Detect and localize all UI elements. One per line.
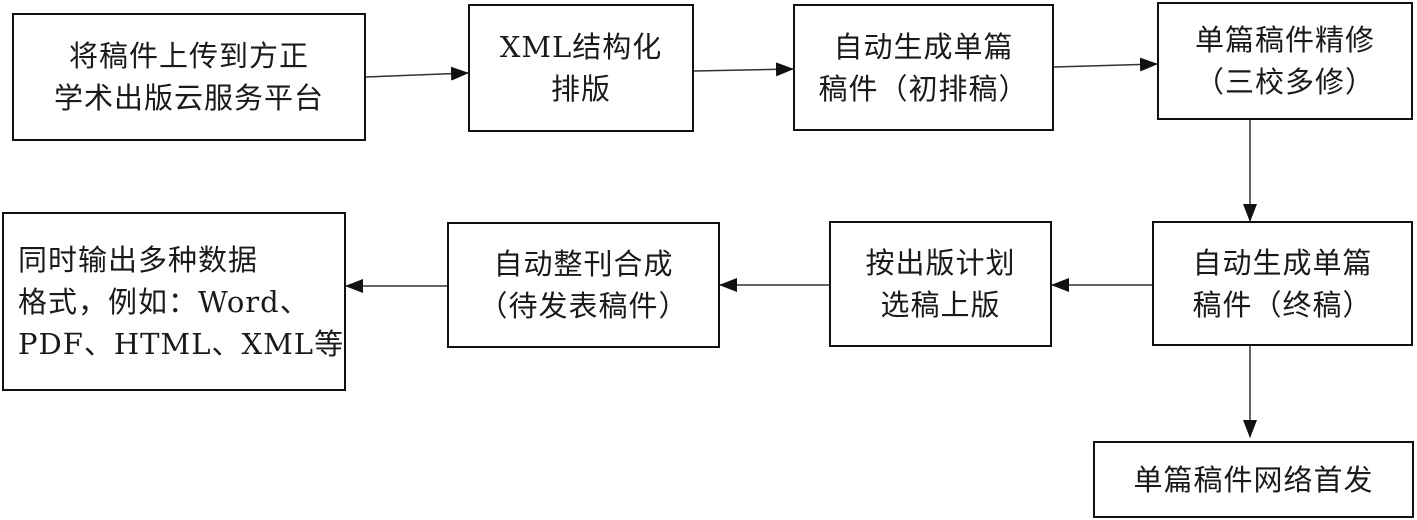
node-output: 同时输出多种数据 格式，例如：Word、 PDF、HTML、XML等	[2, 212, 346, 391]
node-upload-line-1: 将稿件上传到方正	[68, 39, 309, 73]
node-auto-first-line-2: 稿件（初排稿）	[818, 71, 1029, 106]
node-xml-typeset-line-1: XML结构化	[499, 30, 663, 64]
node-online: 单篇稿件网络首发	[1093, 441, 1414, 518]
node-auto-first-line-1: 自动生成单篇	[833, 29, 1014, 64]
edge-upload-to-xml	[365, 66, 469, 81]
node-upload: 将稿件上传到方正 学术出版云服务平台	[12, 13, 366, 141]
node-compose-line-1: 自动整刊合成	[493, 247, 674, 281]
node-xml-typeset-line-2: 排版	[550, 72, 611, 106]
node-compose: 自动整刊合成 （待发表稿件）	[447, 222, 720, 348]
node-output-line-1: 同时输出多种数据	[18, 242, 259, 277]
node-refine-line-2: （三校多修）	[1194, 65, 1375, 99]
node-online-line-1: 单篇稿件网络首发	[1133, 462, 1374, 497]
node-auto-final: 自动生成单篇 稿件（终稿）	[1152, 221, 1413, 346]
edge-auto-first-to-refine	[1053, 57, 1158, 72]
node-output-line-3: PDF、HTML、XML等	[18, 326, 345, 361]
node-auto-first: 自动生成单篇 稿件（初排稿）	[793, 4, 1054, 131]
node-auto-final-line-2: 稿件（终稿）	[1192, 287, 1373, 322]
node-xml-typeset: XML结构化 排版	[468, 4, 694, 132]
node-select-line-1: 按出版计划	[865, 246, 1016, 280]
node-compose-line-2: （待发表稿件）	[478, 289, 689, 323]
node-refine-line-1: 单篇稿件精修	[1194, 23, 1375, 57]
node-auto-final-line-1: 自动生成单篇	[1192, 245, 1373, 280]
node-select: 按出版计划 选稿上版	[829, 221, 1052, 347]
edge-xml-to-auto-first	[693, 62, 794, 77]
node-select-line-2: 选稿上版	[880, 288, 1001, 322]
node-output-line-2: 格式，例如：Word、	[18, 284, 310, 319]
node-refine: 单篇稿件精修 （三校多修）	[1157, 2, 1413, 120]
node-upload-line-2: 学术出版云服务平台	[53, 81, 324, 115]
